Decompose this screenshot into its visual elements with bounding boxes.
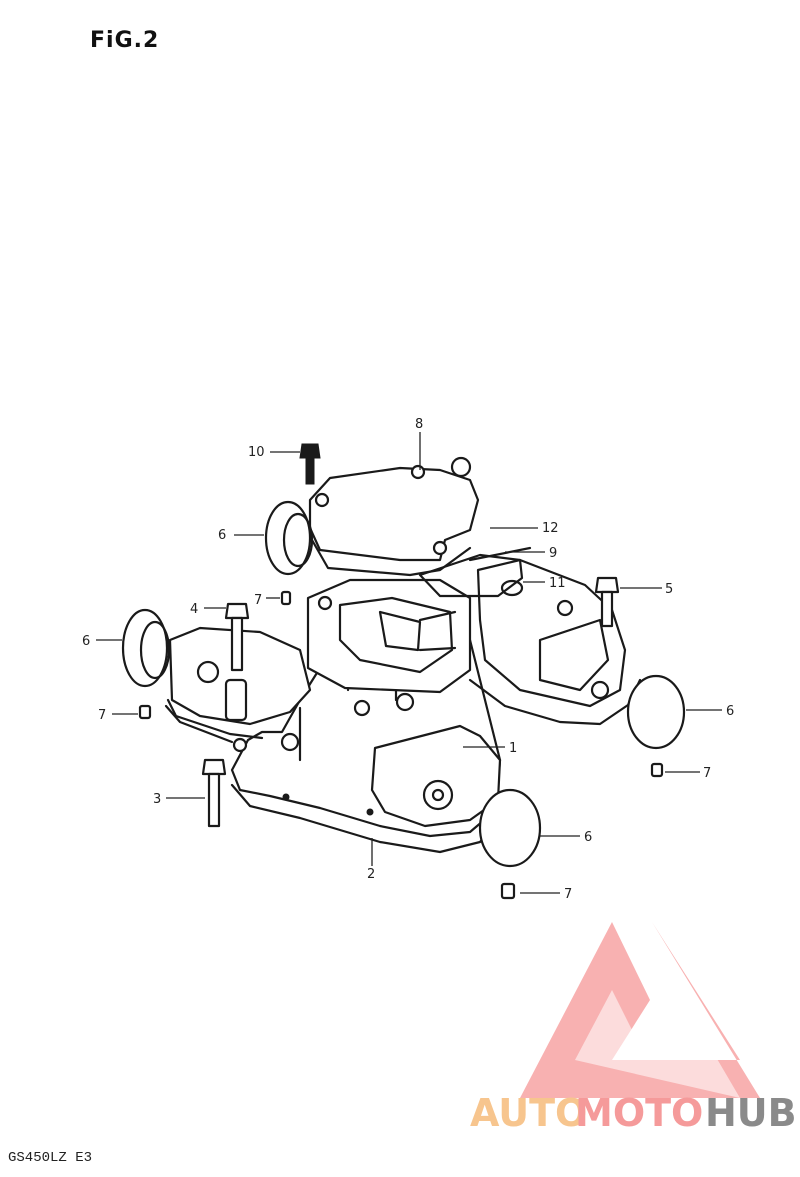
cap-left [121,608,171,688]
watermark-hub: HUB [705,1091,797,1135]
callout-7-c: 7 [703,766,711,781]
left-cylinder-section [164,626,312,744]
callout-6-lower: 6 [584,830,592,845]
callout-4: 4 [190,602,198,617]
cap-upper-left [264,500,314,576]
screw-7-c [650,762,664,778]
screw-7-a [280,590,292,606]
callout-11: 11 [549,576,566,591]
watermark-moto: MOTO [575,1091,703,1135]
leader-lines [96,432,722,894]
callout-6-left: 6 [82,634,90,649]
model-code-label: GS450LZ E3 [8,1150,93,1166]
cap-lower [478,788,542,868]
bolt-5 [594,576,620,628]
right-cylinder-section [468,558,642,726]
bolt-10 [299,443,321,485]
callout-6-upper-left: 6 [218,528,226,543]
center-tower [306,578,472,694]
callout-10: 10 [248,445,265,460]
cap-right [626,674,686,750]
callout-7-b: 7 [98,708,106,723]
watermark-auto: AUTO [470,1091,587,1135]
watermark-logo-mark [520,922,760,1098]
bolt-4 [224,602,250,672]
callout-7-d: 7 [564,887,572,902]
callout-2: 2 [367,867,375,882]
callout-8: 8 [415,417,423,432]
callout-9: 9 [549,546,557,561]
callout-12: 12 [542,521,559,536]
gasket-set [418,546,532,598]
bolt-3 [201,758,227,828]
figure-title: FiG.2 [90,28,160,53]
callout-5: 5 [665,582,673,597]
callout-1: 1 [509,741,517,756]
callout-7-a: 7 [254,593,262,608]
screw-7-d [500,882,516,900]
screw-7-b [138,704,152,720]
callout-3: 3 [153,792,161,807]
callout-6-right: 6 [726,704,734,719]
top-cover [308,456,480,577]
